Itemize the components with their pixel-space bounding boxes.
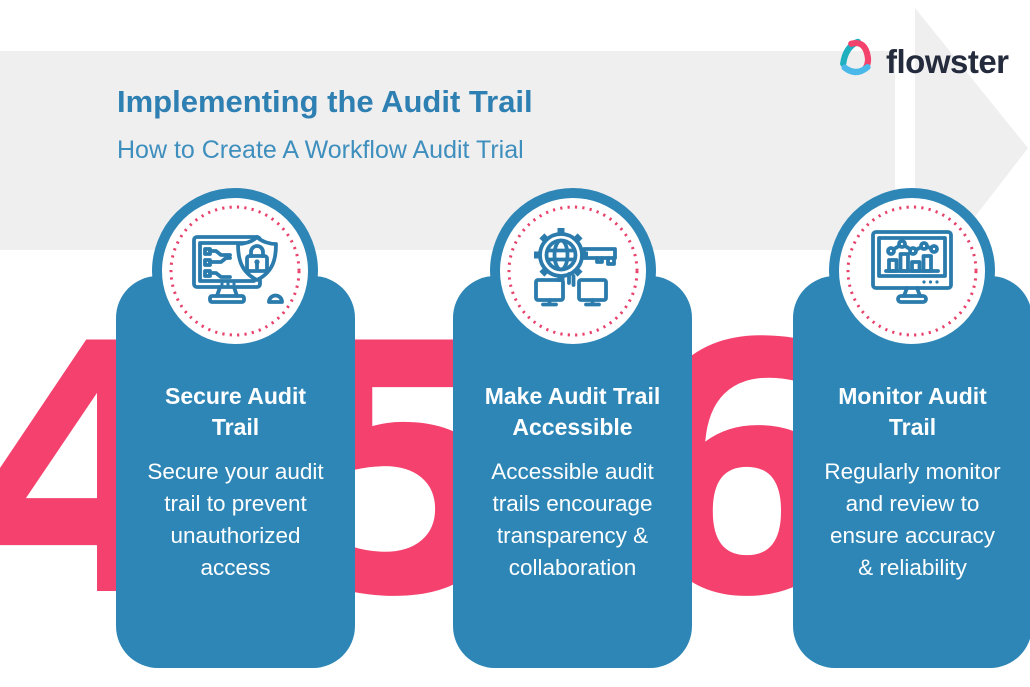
- dotted-ring: [846, 205, 978, 337]
- card-body-line: & reliability: [858, 554, 967, 580]
- monitor-analytics-chart-icon: [862, 221, 962, 326]
- dotted-ring: [169, 205, 301, 337]
- card-title-line: Monitor Audit: [838, 383, 987, 409]
- card-body-line: access: [200, 554, 271, 580]
- dotted-ring: [507, 205, 639, 337]
- page-title: Implementing the Audit Trail: [117, 84, 533, 119]
- card-title-line: Trail: [211, 413, 260, 440]
- card-body-line: trail to prevent: [164, 491, 307, 517]
- page-subtitle: How to Create A Workflow Audit Trial: [117, 136, 524, 164]
- card-title-line: Trail: [888, 413, 937, 440]
- card-body-line: trails encourage: [492, 491, 653, 517]
- card-body-line: Regularly monitor: [824, 459, 1001, 485]
- card-title: Make Audit Trail Accessible: [463, 381, 682, 442]
- step-icon-circle-1: [152, 188, 318, 354]
- flowster-logo-icon: [836, 38, 878, 85]
- secure-monitor-shield-lock-icon: [185, 221, 285, 326]
- step-icon-circle-2: [490, 188, 656, 354]
- card-body-line: ensure accuracy: [829, 523, 996, 549]
- card-body-line: unauthorized: [170, 523, 301, 549]
- card-title: Secure Audit Trail: [126, 381, 345, 442]
- logo: flowster: [836, 38, 1009, 85]
- background-arrow-band: [0, 51, 895, 250]
- card-body-line: Secure your audit: [147, 459, 324, 485]
- globe-gear-key-network-icon: [523, 221, 623, 326]
- card-body: Secure your audit trail to prevent unaut…: [126, 456, 345, 584]
- card-body-line: collaboration: [508, 554, 637, 580]
- card-body-line: transparency &: [496, 523, 649, 549]
- card-title-line: Accessible: [512, 413, 633, 440]
- logo-text: flowster: [886, 42, 1009, 80]
- card-body-line: Accessible audit: [491, 459, 654, 485]
- card-body-line: and review to: [845, 491, 980, 517]
- card-body: Accessible audit trails encourage transp…: [463, 456, 682, 584]
- step-icon-circle-3: [829, 188, 995, 354]
- card-title-line: Secure Audit: [164, 383, 306, 409]
- card-title-line: Make Audit Trail: [484, 383, 661, 409]
- card-body: Regularly monitor and review to ensure a…: [803, 456, 1022, 584]
- card-title: Monitor Audit Trail: [803, 381, 1022, 442]
